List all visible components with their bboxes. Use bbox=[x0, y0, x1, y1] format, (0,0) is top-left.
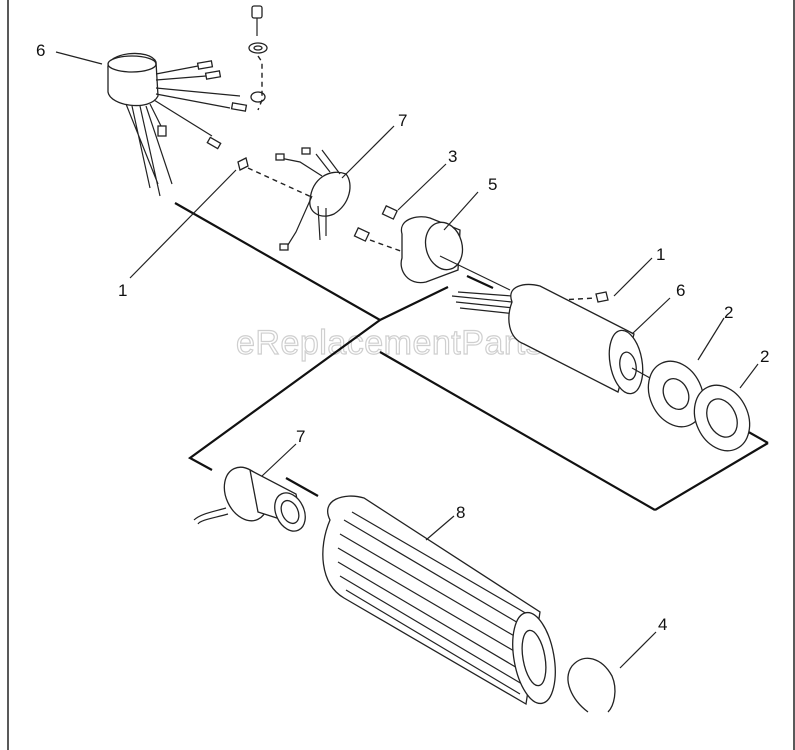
snap-ring bbox=[567, 657, 616, 713]
callout-7-bottom: 7 bbox=[296, 427, 305, 446]
washer-b bbox=[693, 384, 751, 452]
wire-harness-assembly bbox=[107, 52, 266, 197]
callout-3: 3 bbox=[448, 147, 457, 166]
callout-1-right: 1 bbox=[656, 245, 665, 264]
screw-right bbox=[559, 291, 609, 303]
callout-4: 4 bbox=[658, 615, 667, 634]
callout-1-left: 1 bbox=[118, 281, 127, 300]
callout-7-top: 7 bbox=[398, 111, 407, 130]
motor-assembly bbox=[451, 283, 651, 395]
leader-lines bbox=[55, 51, 759, 669]
callout-6-top: 6 bbox=[36, 41, 45, 60]
callout-8: 8 bbox=[456, 503, 465, 522]
callout-labels: 6 7 3 5 1 1 6 2 2 7 8 4 bbox=[36, 41, 769, 634]
finned-housing bbox=[322, 495, 556, 706]
brush-plate-with-leads bbox=[275, 147, 351, 251]
callout-2-b: 2 bbox=[760, 347, 769, 366]
top-screw-and-washer bbox=[248, 5, 268, 111]
callout-2-a: 2 bbox=[724, 303, 733, 322]
diagram-frame bbox=[7, 0, 795, 750]
callout-5: 5 bbox=[488, 175, 497, 194]
washer-a bbox=[647, 360, 705, 428]
gear-collar bbox=[193, 466, 306, 532]
screw-left bbox=[237, 157, 319, 201]
callout-6-mid: 6 bbox=[676, 281, 685, 300]
assembly-outline bbox=[174, 202, 769, 511]
brush-screws bbox=[353, 204, 421, 259]
end-cup-shell bbox=[400, 216, 511, 291]
